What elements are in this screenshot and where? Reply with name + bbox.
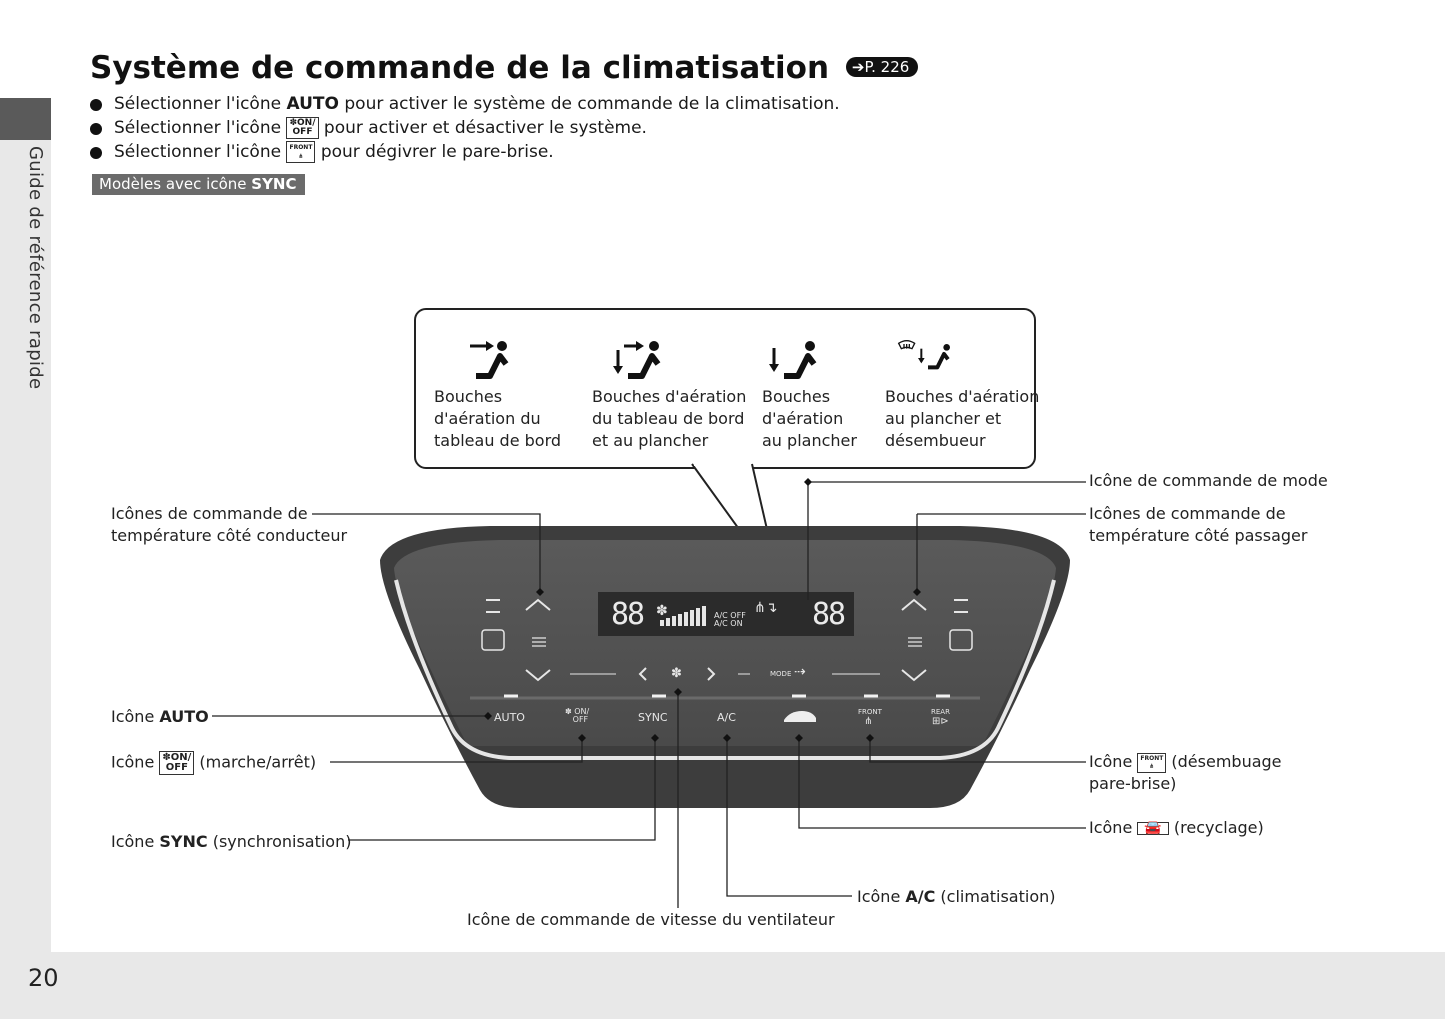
mode-button-label: MODE <box>770 670 792 678</box>
onoff-label: Icône ✽ON/OFF (marche/arrêt) <box>111 751 317 775</box>
front-defrost-button[interactable]: FRONT <box>858 708 882 716</box>
fan-speed-label: Icône de commande de vitesse du ventilat… <box>467 910 835 929</box>
dash-floor-vent-icon <box>613 341 661 379</box>
fan-onoff-icon: ✽ON/OFF <box>159 751 195 775</box>
list-item: Sélectionner l'icône FRONT⋔ pour dégivre… <box>90 140 840 164</box>
mode-callout-box <box>414 308 1036 469</box>
model-tag: Modèles avec icône SYNC <box>92 174 305 195</box>
sync-button[interactable]: SYNC <box>638 711 668 724</box>
lcd-display <box>598 592 854 636</box>
sync-label: Icône SYNC (synchronisation) <box>111 832 352 851</box>
fan-onoff-icon: ✽ON/OFF <box>286 117 319 139</box>
list-item: Sélectionner l'icône ✽ON/OFF pour active… <box>90 116 840 140</box>
front-defrost-icon: FRONT⋔ <box>1137 752 1167 773</box>
bullet-text: pour activer le système de commande de l… <box>338 94 840 114</box>
page-title-text: Système de commande de la climatisation <box>90 50 830 86</box>
sidebar-label: Guide de référence rapide <box>25 146 46 390</box>
fan-speed-icon[interactable]: ✽ <box>671 666 682 681</box>
recirculation-panel-icon <box>784 711 816 722</box>
recirculation-icon: 🚘 <box>1137 821 1169 835</box>
driver-temp-down-icon <box>525 669 551 682</box>
bullet-text: Sélectionner l'icône <box>114 118 287 138</box>
mode-button-icon[interactable]: ⇢ <box>794 664 806 680</box>
mode-lcd-icon: ⋔↴ <box>754 600 778 616</box>
rear-defrost-button[interactable]: REAR <box>931 708 950 716</box>
floor-defrost-vent-icon <box>897 340 950 370</box>
passenger-temp-down-icon <box>901 669 927 682</box>
bullet-text: Sélectionner l'icône <box>114 94 287 114</box>
passenger-temp-up-icon <box>901 598 927 611</box>
page-title: Système de commande de la climatisation … <box>90 50 919 86</box>
floor-vent-icon <box>769 341 817 379</box>
footer-bar <box>0 952 1445 1019</box>
page-number: 20 <box>28 964 59 992</box>
sidebar-strip <box>0 140 51 952</box>
climate-control-panel <box>380 526 1070 808</box>
driver-seat-heater-icon <box>481 629 505 651</box>
page-reference-link[interactable]: ➔P. 226 <box>845 56 919 77</box>
passenger-seat-heater-icon <box>949 629 973 651</box>
auto-button[interactable]: AUTO <box>494 711 525 724</box>
bullet-text: pour activer et désactiver le système. <box>318 118 647 138</box>
rear-defrost-panel-icon: ⊞⊳ <box>932 716 949 727</box>
list-item: Sélectionner l'icône AUTO pour activer l… <box>90 92 840 116</box>
onoff-button[interactable]: ✽ ON/ OFF <box>565 707 590 724</box>
lcd-right-temperature: 88 <box>812 597 846 632</box>
lcd-left-temperature: 88 <box>611 597 645 632</box>
mode-label: Icône de commande de mode <box>1089 471 1328 490</box>
bullet-bold: AUTO <box>286 94 339 114</box>
arrow-right-icon: ➔ <box>851 57 865 76</box>
driver-temp-up-icon <box>525 598 551 611</box>
ac-label: Icône A/C (climatisation) <box>857 887 1056 906</box>
front-defrost-icon: FRONT⋔ <box>286 141 316 163</box>
front-defrost-panel-icon: ⋔ <box>864 716 873 727</box>
page-reference-text: P. 226 <box>864 57 910 76</box>
bullet-text: pour dégivrer le pare-brise. <box>315 142 554 162</box>
recirculation-label: Icône 🚘 (recyclage) <box>1089 818 1264 837</box>
bullet-text: Sélectionner l'icône <box>114 142 287 162</box>
auto-label: Icône AUTO <box>111 707 209 726</box>
section-tab <box>0 98 51 140</box>
ac-button[interactable]: A/C <box>717 711 736 724</box>
dash-vent-icon <box>470 341 509 379</box>
fan-lcd-icon: ✽ <box>656 603 668 619</box>
instruction-list: Sélectionner l'icône AUTO pour activer l… <box>90 92 840 164</box>
